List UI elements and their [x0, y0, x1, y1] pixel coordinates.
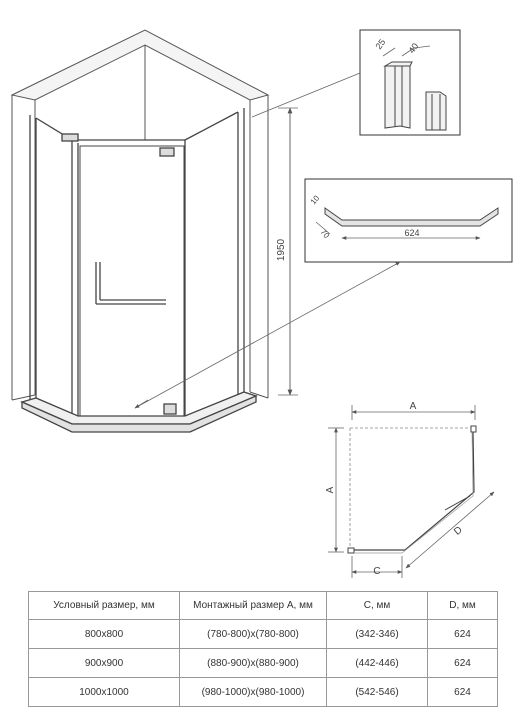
table-row: 900х900 (880-900)х(880-900) (442-446) 62… — [28, 648, 498, 678]
tray-dim-624: 624 — [404, 228, 419, 238]
cell-mounting: (880-900)х(880-900) — [179, 648, 327, 678]
enclosure-frame — [20, 108, 258, 433]
table-row: 800х800 (780-800)х(780-800) (342-346) 62… — [28, 619, 498, 649]
height-label: 1950 — [276, 238, 287, 261]
cell-c: (542-546) — [326, 677, 428, 707]
profile-dim-40: 40 — [406, 41, 420, 55]
header-d: D, мм — [427, 591, 498, 620]
wall-corner — [10, 29, 270, 401]
header-mounting-size: Монтажный размер А, мм — [179, 591, 327, 620]
cell-nominal: 900х900 — [28, 648, 180, 678]
cell-d: 624 — [427, 648, 498, 678]
table-header-row: Условный размер, мм Монтажный размер А, … — [28, 591, 498, 620]
cell-mounting: (980-1000)х(980-1000) — [179, 677, 327, 707]
shower-enclosure-drawing: 1950 25 40 624 10 70 — [10, 29, 513, 578]
cell-d: 624 — [427, 677, 498, 707]
profile-detail: 25 40 — [251, 29, 461, 136]
profile-dim-25: 25 — [373, 37, 387, 51]
header-c: С, мм — [326, 591, 428, 620]
plan-label-a-side: A — [325, 486, 336, 493]
cell-nominal: 1000х1000 — [28, 677, 180, 707]
cell-d: 624 — [427, 619, 498, 649]
plan-view: A A D C — [325, 401, 495, 578]
plan-label-c: C — [373, 566, 380, 577]
plan-label-d: D — [452, 525, 465, 538]
tray-detail: 624 10 70 — [134, 178, 513, 409]
height-dimension: 1950 — [276, 107, 298, 396]
spec-table: Условный размер, мм Монтажный размер А, … — [28, 591, 498, 707]
cell-mounting: (780-800)х(780-800) — [179, 619, 327, 649]
table-row: 1000х1000 (980-1000)х(980-1000) (542-546… — [28, 677, 498, 707]
cell-c: (442-446) — [326, 648, 428, 678]
cell-nominal: 800х800 — [28, 619, 180, 649]
cell-c: (342-346) — [326, 619, 428, 649]
plan-label-a-top: A — [410, 401, 417, 412]
header-nominal-size: Условный размер, мм — [28, 591, 180, 620]
